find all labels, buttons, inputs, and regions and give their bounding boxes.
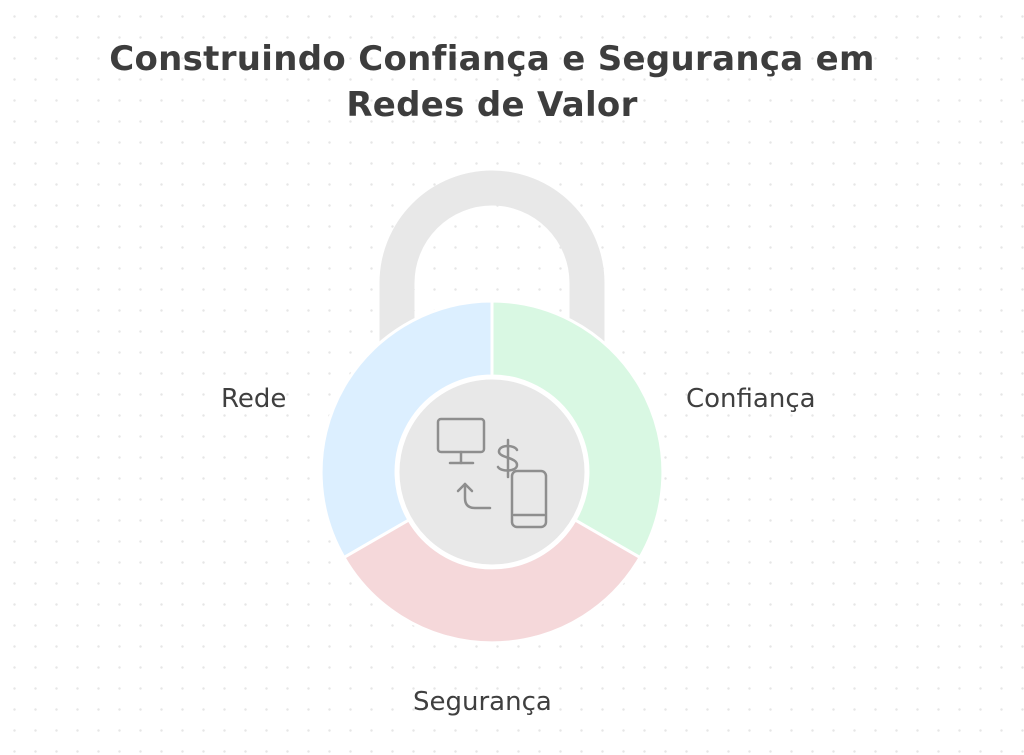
dollar-sign-icon	[496, 438, 519, 479]
smartphone-icon	[510, 469, 548, 529]
exchange-arrow-icon	[456, 482, 492, 510]
center-circle	[396, 376, 588, 568]
title-line-1: Construindo Confiança e Segurança em	[109, 39, 875, 79]
segment-seguranca	[341, 517, 643, 645]
segment-confianca	[490, 299, 665, 560]
label-confianca: Confiança	[686, 384, 816, 414]
title-line-2: Redes de Valor	[346, 85, 638, 125]
segment-rede	[319, 299, 494, 560]
diagram-title: Construindo Confiança e Segurança em Red…	[40, 36, 944, 128]
label-rede: Rede	[221, 384, 287, 414]
label-seguranca: Segurança	[413, 687, 552, 717]
monitor-icon	[436, 417, 486, 465]
padlock-shackle	[379, 170, 605, 345]
